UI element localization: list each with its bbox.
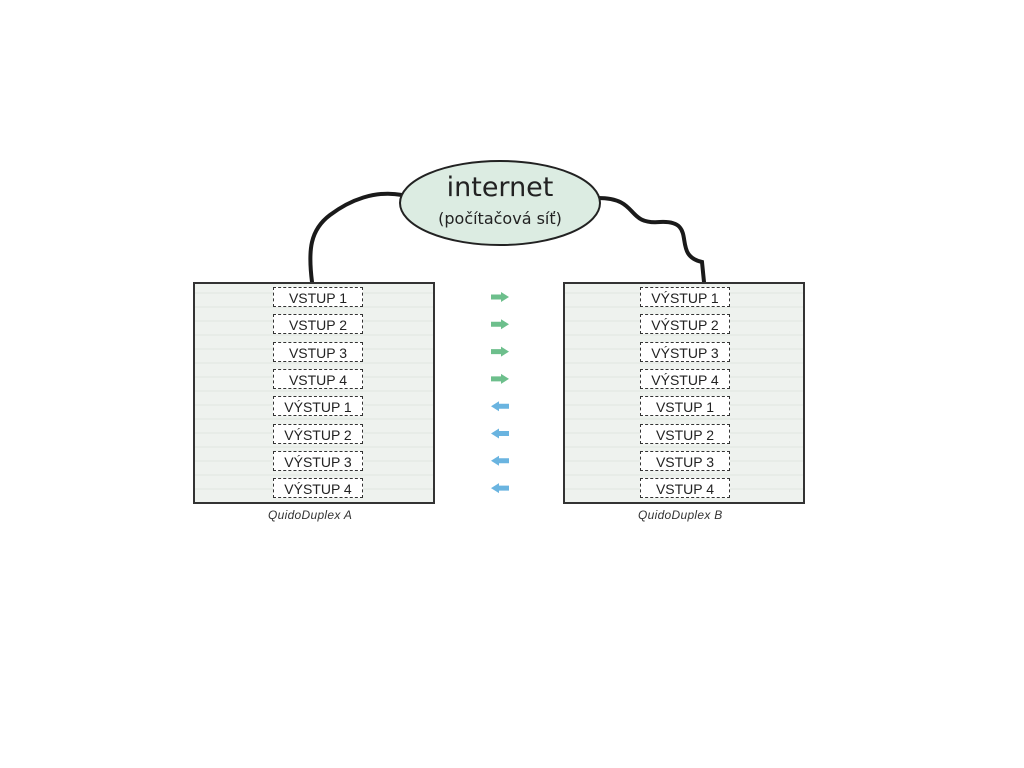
board-b-label-1: VÝSTUP 1	[640, 287, 730, 307]
middle-arrow-4	[491, 373, 509, 384]
cloud-title: internet	[446, 172, 554, 203]
board-b-label-2: VÝSTUP 2	[640, 314, 730, 335]
middle-arrow-7	[491, 455, 509, 466]
board-a-label-3: VSTUP 3	[273, 341, 363, 362]
board-a-label-6: VÝSTUP 2	[273, 423, 363, 444]
board-b-label-6: VSTUP 2	[640, 423, 730, 444]
middle-arrow-2	[491, 319, 509, 330]
board-b-caption: QuidoDuplex B	[638, 508, 723, 522]
board-a-label-2: VSTUP 2	[273, 314, 363, 335]
board-a-label-4: VSTUP 4	[273, 368, 363, 389]
board-a-caption: QuidoDuplex A	[268, 508, 353, 522]
middle-arrow-3	[491, 346, 509, 357]
middle-arrow-8	[491, 483, 509, 494]
board-b-label-5: VSTUP 1	[640, 396, 730, 417]
board-b-label-7: VSTUP 3	[640, 450, 730, 471]
board-a-label-1: VSTUP 1	[273, 287, 363, 307]
board-a-label-5: VÝSTUP 1	[273, 396, 363, 417]
cable-right	[596, 196, 706, 284]
board-a-label-7: VÝSTUP 3	[273, 450, 363, 471]
internet-cloud	[399, 160, 601, 246]
board-b-label-8: VSTUP 4	[640, 478, 730, 499]
middle-arrow-6	[491, 428, 509, 439]
cable-left	[308, 191, 404, 284]
board-b-label-4: VÝSTUP 4	[640, 368, 730, 389]
middle-arrow-5	[491, 401, 509, 412]
middle-arrow-1	[491, 292, 509, 302]
cloud-subtitle: (počítačová síť)	[438, 209, 562, 228]
board-b-label-3: VÝSTUP 3	[640, 341, 730, 362]
board-a-label-8: VÝSTUP 4	[273, 478, 363, 499]
